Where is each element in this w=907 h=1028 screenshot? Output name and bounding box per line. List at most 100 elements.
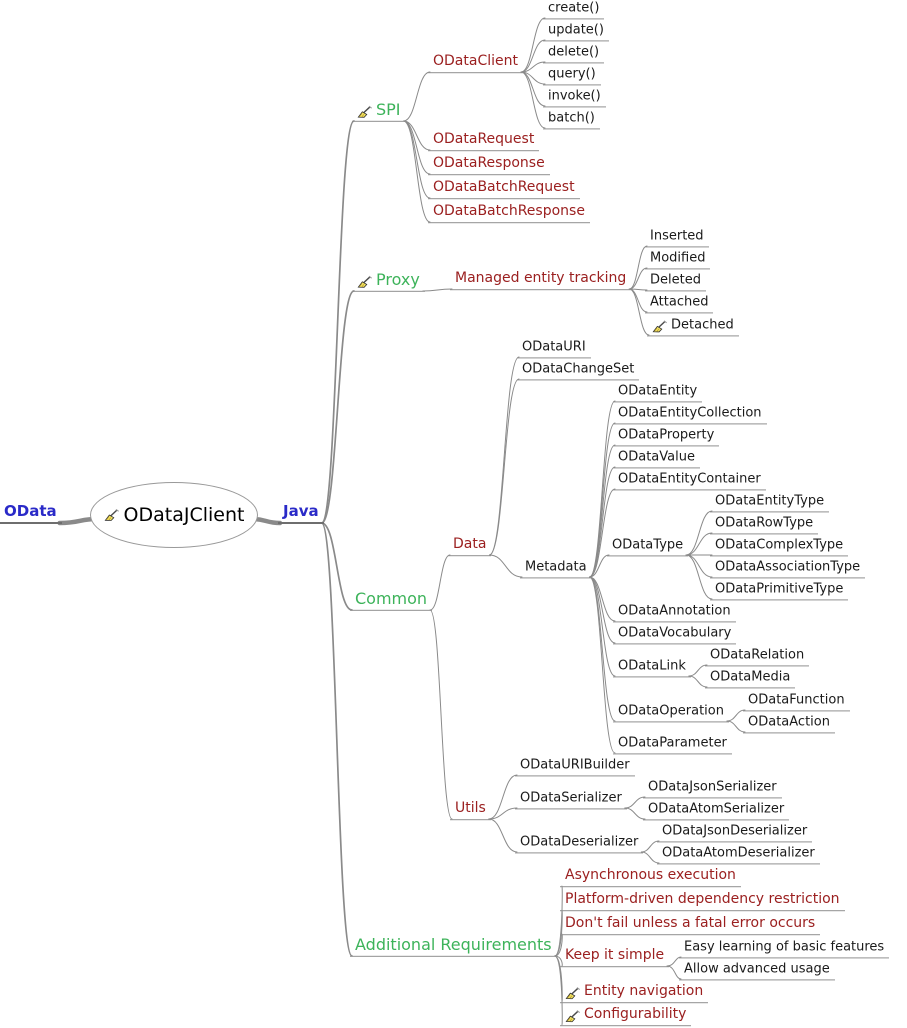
edge-spi-odatabatchresponse	[403, 120, 431, 223]
node-label: ODataURI	[522, 339, 586, 355]
node-odatafunction[interactable]: ODataFunction	[743, 692, 850, 711]
node-odataprimitivetype[interactable]: ODataPrimitiveType	[710, 581, 849, 600]
node-odatauribuilder[interactable]: ODataURIBuilder	[515, 757, 635, 776]
node-label: ODataAnnotation	[618, 603, 731, 619]
node-dontfail[interactable]: Don't fail unless a fatal error occurs	[560, 915, 821, 935]
node-delete[interactable]: delete()	[543, 44, 605, 63]
edge-data-metadata	[488, 554, 523, 578]
node-async[interactable]: Asynchronous execution	[560, 867, 741, 887]
node-odatauri[interactable]: ODataURI	[517, 339, 591, 358]
edge-odataclient-invoke	[520, 71, 546, 107]
node-odatarowtype[interactable]: ODataRowType	[710, 515, 819, 534]
node-invoke[interactable]: invoke()	[543, 88, 606, 107]
node-label: ODataType	[612, 537, 684, 553]
node-label: SPI	[376, 99, 401, 119]
node-spi[interactable]: SPI	[352, 100, 406, 122]
node-label: ODataAssociationType	[715, 559, 861, 575]
broom-icon	[565, 1009, 581, 1023]
node-java[interactable]: Java	[278, 502, 324, 524]
node-odataproperty[interactable]: ODataProperty	[613, 427, 720, 446]
edge-java-proxy	[320, 290, 355, 524]
node-easylearn[interactable]: Easy learning of basic features	[679, 939, 890, 958]
edge-utils-odataserializer	[488, 807, 518, 820]
node-label: ODataChangeSet	[522, 361, 635, 377]
broom-icon	[652, 319, 668, 333]
node-odatabatchrequest[interactable]: ODataBatchRequest	[428, 179, 580, 199]
node-label: ODataRequest	[433, 131, 535, 148]
node-batch[interactable]: batch()	[543, 110, 600, 129]
node-detached[interactable]: Detached	[647, 317, 739, 336]
node-addreq[interactable]: Additional Requirements	[350, 935, 557, 957]
node-inserted[interactable]: Inserted	[645, 228, 709, 247]
node-odatajsonserializer[interactable]: ODataJsonSerializer	[643, 779, 782, 798]
node-label: ODataRelation	[710, 647, 805, 663]
edge-odataclient-update	[520, 39, 546, 73]
broom-icon	[357, 275, 373, 289]
node-odata[interactable]: OData	[0, 502, 62, 524]
node-query[interactable]: query()	[543, 66, 601, 85]
node-keepsimple[interactable]: Keep it simple	[560, 947, 670, 967]
node-odataassociationtype[interactable]: ODataAssociationType	[710, 559, 866, 578]
node-label: ODataBatchRequest	[433, 179, 575, 196]
node-platform[interactable]: Platform-driven dependency restriction	[560, 891, 845, 911]
node-data[interactable]: Data	[448, 536, 492, 556]
node-odatamedia[interactable]: ODataMedia	[705, 669, 796, 688]
node-label: OData	[4, 502, 57, 520]
node-label: Metadata	[525, 559, 587, 575]
node-odatajsondeserializer[interactable]: ODataJsonDeserializer	[657, 823, 813, 842]
node-modified[interactable]: Modified	[645, 250, 711, 269]
node-deleted[interactable]: Deleted	[645, 272, 706, 291]
node-label: ODataJsonDeserializer	[662, 823, 808, 839]
node-odataentity[interactable]: ODataEntity	[613, 383, 703, 402]
node-odatavalue[interactable]: ODataValue	[613, 449, 700, 468]
node-attached[interactable]: Attached	[645, 294, 714, 313]
node-utils[interactable]: Utils	[450, 800, 491, 820]
node-label: ODataEntityType	[715, 493, 825, 509]
node-odataclient[interactable]: ODataClient	[428, 53, 523, 73]
node-odataannotation[interactable]: ODataAnnotation	[613, 603, 736, 622]
node-odataaction[interactable]: ODataAction	[743, 714, 835, 733]
node-odatatype[interactable]: ODataType	[607, 537, 689, 556]
node-label: ODataPrimitiveType	[715, 581, 844, 597]
node-managed[interactable]: Managed entity tracking	[450, 270, 632, 290]
node-odatalink[interactable]: ODataLink	[613, 658, 691, 677]
edge-spi-odataclient	[403, 71, 431, 122]
node-proxy[interactable]: Proxy	[352, 270, 425, 292]
node-odataentitycontainer[interactable]: ODataEntityContainer	[613, 471, 766, 490]
node-common[interactable]: Common	[350, 589, 433, 611]
node-odatavocabulary[interactable]: ODataVocabulary	[613, 625, 737, 644]
node-odatarelation[interactable]: ODataRelation	[705, 647, 810, 666]
node-label: ODataValue	[618, 449, 695, 465]
node-odataatomdeserializer[interactable]: ODataAtomDeserializer	[657, 845, 820, 864]
node-odataentitytype[interactable]: ODataEntityType	[710, 493, 830, 512]
node-odatadeserializer[interactable]: ODataDeserializer	[515, 834, 644, 853]
node-label: Modified	[650, 250, 706, 266]
node-metadata[interactable]: Metadata	[520, 559, 592, 578]
node-update[interactable]: update()	[543, 22, 609, 41]
node-label: batch()	[548, 110, 595, 126]
edge-data-odatauri	[488, 356, 520, 556]
node-odataparameter[interactable]: ODataParameter	[613, 735, 732, 754]
node-label: ODataOperation	[618, 703, 724, 719]
node-entitynav[interactable]: Entity navigation	[560, 983, 709, 1003]
edge-common-utils	[429, 609, 453, 820]
edge-odataserializer-odataatomserializer	[624, 807, 646, 820]
node-label: ODataSerializer	[520, 790, 622, 806]
node-odataserializer[interactable]: ODataSerializer	[515, 790, 627, 809]
node-label: Configurability	[584, 1006, 687, 1023]
node-odatarequest[interactable]: ODataRequest	[428, 131, 540, 151]
node-odataentitycollection[interactable]: ODataEntityCollection	[613, 405, 767, 424]
node-odataoperation[interactable]: ODataOperation	[613, 703, 729, 722]
node-odatacomplextype[interactable]: ODataComplexType	[710, 537, 849, 556]
node-odatachangeset[interactable]: ODataChangeSet	[517, 361, 640, 380]
edge-spi-odatarequest	[403, 120, 431, 151]
edge-common-data	[429, 554, 451, 611]
node-config[interactable]: Configurability	[560, 1006, 692, 1026]
edge-odatatype-odatarowtype	[685, 532, 713, 556]
node-create[interactable]: create()	[543, 0, 605, 19]
node-allowadv[interactable]: Allow advanced usage	[679, 961, 835, 980]
node-odataresponse[interactable]: ODataResponse	[428, 155, 550, 175]
node-odataatomserializer[interactable]: ODataAtomSerializer	[643, 801, 790, 820]
node-odatabatchresponse[interactable]: ODataBatchResponse	[428, 203, 590, 223]
node-root[interactable]: ODataJClient	[90, 482, 258, 548]
